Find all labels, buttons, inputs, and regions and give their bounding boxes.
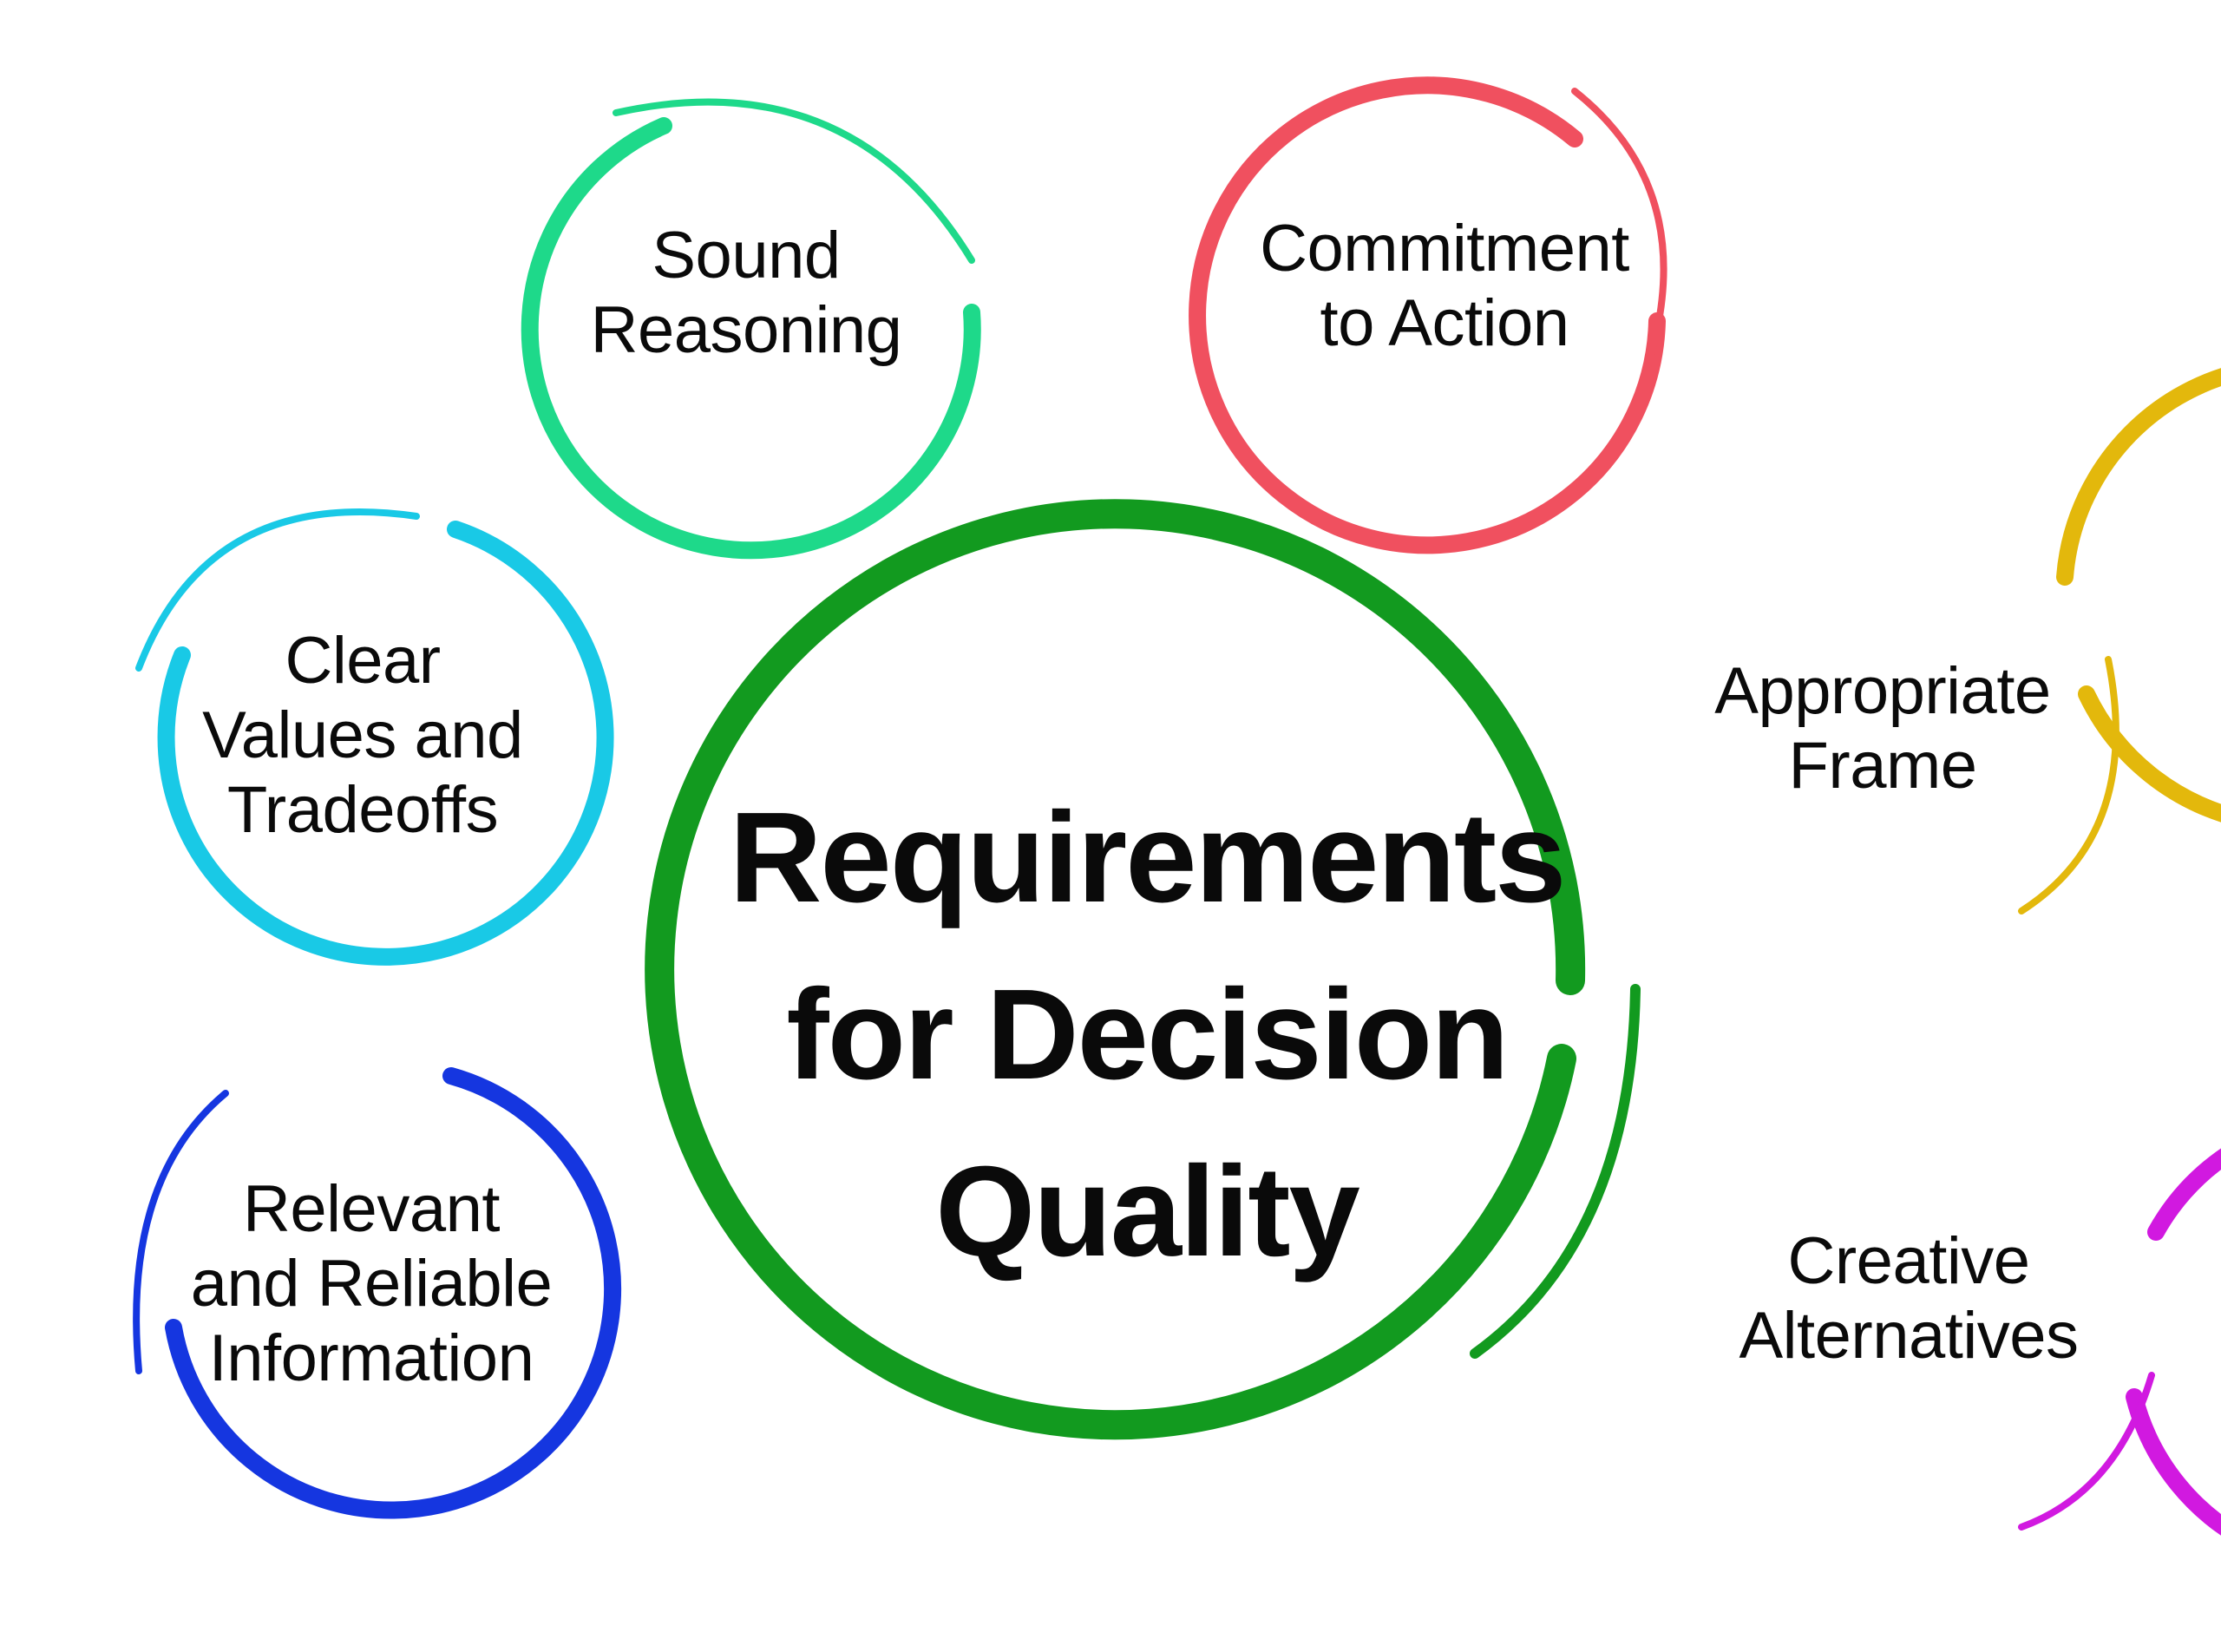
node-commitment-line-1: Commitment (1260, 212, 1629, 285)
ring-creative-alternatives (2126, 1148, 2221, 1536)
node-ring-sound-reasoning (521, 98, 981, 560)
node-ring-clear-values (135, 508, 614, 966)
node-ring-creative-alternatives (2018, 1148, 2221, 1536)
node-clear-values: Clear Values and Tradeoffs (202, 624, 523, 848)
node-relevant-information-line-1: Relevant (243, 1172, 500, 1246)
node-appropriate-frame-line-2: Frame (1788, 729, 1977, 803)
center-ring (645, 499, 1641, 1440)
ring-relevant-information-tail (133, 1090, 229, 1374)
ring-commitment-to-action (1189, 76, 1666, 554)
node-creative-alternatives-line-1: Creative (1787, 1224, 2030, 1298)
node-commitment-line-2: to Action (1320, 286, 1569, 360)
node-relevant-information-line-3: Information (208, 1321, 534, 1395)
center-ring-stroke (645, 499, 1586, 1440)
ring-appropriate-frame (2056, 368, 2221, 823)
node-sound-reasoning-line-2: Reasoning (590, 293, 902, 367)
node-clear-values-line-3: Tradeoffs (226, 773, 499, 847)
ring-clear-values-tail (135, 508, 420, 672)
node-relevant-information-line-2: and Reliable (190, 1247, 553, 1321)
node-ring-appropriate-frame (2018, 368, 2221, 914)
node-clear-values-line-2: Values and (202, 698, 523, 772)
node-relevant-information: Relevant and Reliable Information (191, 1172, 553, 1396)
node-commitment-to-action: Commitment to Action (1260, 212, 1629, 361)
center-ring-tail (1470, 984, 1641, 1359)
node-creative-alternatives: Creative Alternatives (1739, 1224, 2079, 1373)
node-ring-relevant-information (133, 1067, 622, 1519)
ring-appropriate-frame-tail (2018, 656, 2119, 914)
center-title-line-2: for Decision (786, 963, 1509, 1106)
node-creative-alternatives-line-2: Alternatives (1739, 1299, 2079, 1373)
ring-relevant-information (165, 1067, 622, 1519)
center-title: Requirements for Decision Quality (729, 770, 1567, 1301)
center-title-line-3: Quality (935, 1140, 1360, 1283)
node-appropriate-frame: Appropriate Frame (1714, 654, 2051, 803)
node-appropriate-frame-line-1: Appropriate (1714, 654, 2051, 728)
ring-commitment-tail (1571, 88, 1667, 368)
node-sound-reasoning: Sound Reasoning (591, 219, 902, 368)
node-clear-values-line-1: Clear (285, 624, 441, 698)
node-ring-commitment (1189, 76, 1667, 554)
ring-sound-reasoning (521, 117, 981, 560)
ring-creative-alternatives-tail (2018, 1372, 2155, 1531)
node-sound-reasoning-line-1: Sound (652, 219, 841, 292)
ring-sound-reasoning-tail (613, 98, 975, 264)
center-title-line-1: Requirements (729, 786, 1567, 929)
ring-clear-values (157, 521, 614, 966)
